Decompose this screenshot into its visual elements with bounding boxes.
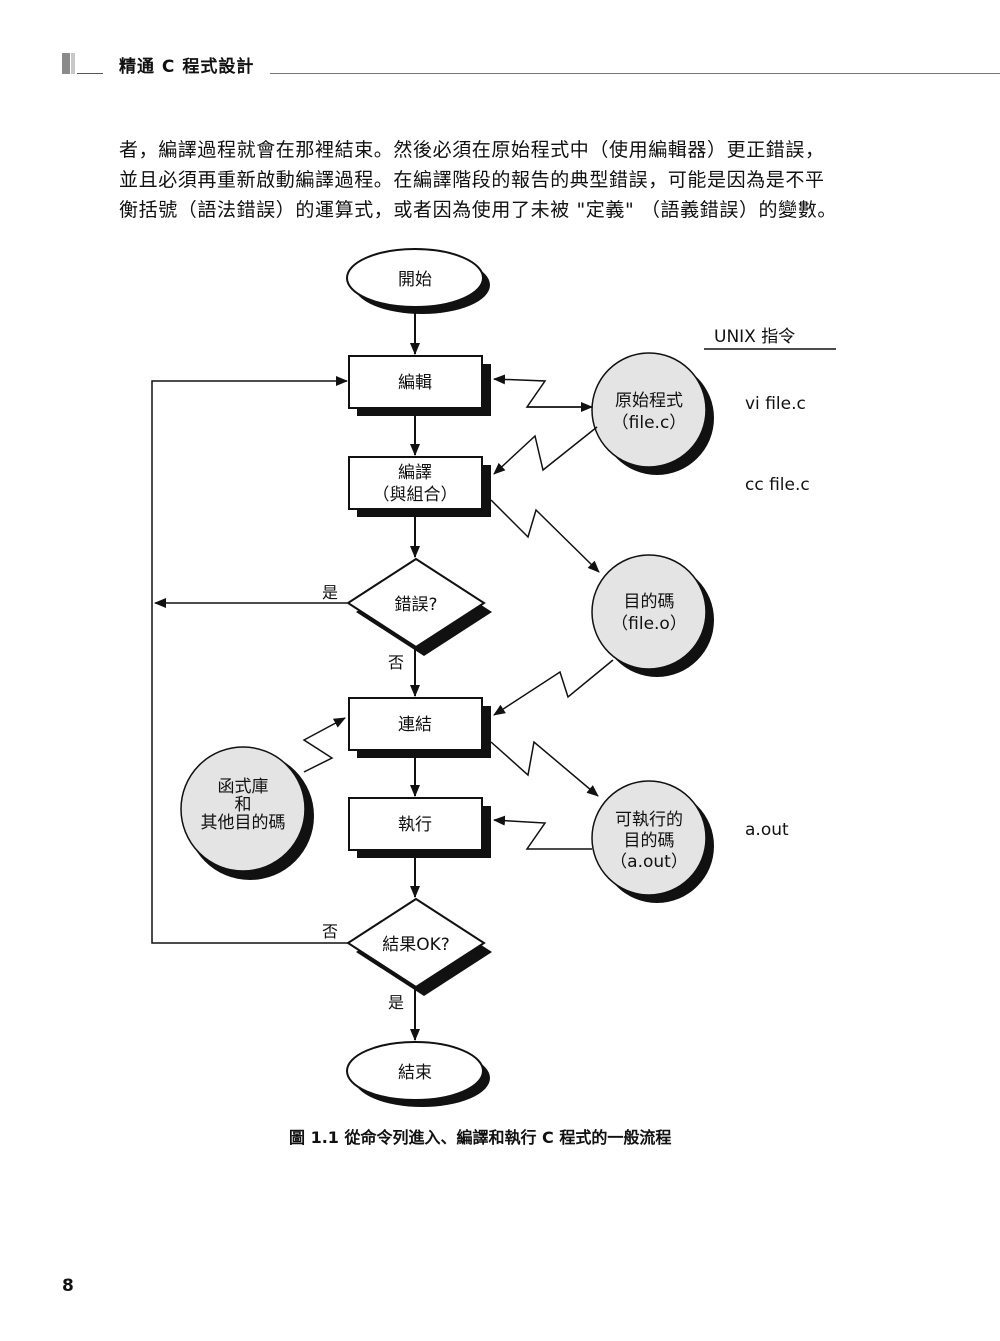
result-decision: 結果OK?: [346, 897, 492, 996]
edit-process: 編輯: [348, 355, 491, 416]
error-yes-label: 是: [322, 583, 338, 602]
page-number: 8: [62, 1276, 74, 1296]
execute-label: 執行: [398, 815, 432, 835]
cmd-edit: vi file.c: [745, 394, 806, 414]
source-label-line2: （file.c）: [612, 413, 687, 433]
unix-commands-header: UNIX 指令: [714, 327, 795, 347]
source-file-node: 原始程式 （file.c）: [591, 352, 714, 475]
executable-label-line2: 目的碼: [624, 831, 675, 851]
running-header-title: 精通 C 程式設計: [119, 57, 255, 77]
header-rule: [270, 73, 1000, 74]
end-terminal: 結束: [346, 1041, 490, 1107]
executable-label-line1: 可執行的: [615, 810, 683, 830]
result-no-label: 否: [322, 922, 338, 941]
result-decision-label: 結果OK?: [382, 935, 450, 955]
start-label: 開始: [398, 270, 432, 290]
loop-back-lines: [151, 376, 348, 944]
execute-process: 執行: [348, 797, 491, 858]
library-label-line1: 函式庫: [218, 777, 269, 797]
object-label-line1: 目的碼: [624, 592, 675, 612]
source-label-line1: 原始程式: [615, 391, 683, 411]
header-bar-underline: [77, 73, 103, 74]
object-label-line2: （file.o）: [611, 614, 687, 634]
zigzag-connectors: [302, 374, 614, 850]
executable-label-line3: （a.out）: [610, 852, 688, 872]
cmd-exec: a.out: [745, 820, 789, 840]
library-label-line3: 其他目的碼: [201, 813, 286, 833]
body-line: 並且必須再重新啟動編譯過程。在編譯階段的報告的典型錯誤，可能是因為是不平: [119, 169, 825, 191]
library-label-line2: 和: [235, 795, 252, 815]
compile-process: 編譯 （與組合）: [348, 456, 491, 517]
error-decision-label: 錯誤?: [394, 595, 437, 615]
library-node: 函式庫 和 其他目的碼: [180, 746, 314, 880]
header-bar-light: [71, 53, 75, 74]
error-no-label: 否: [388, 653, 404, 672]
body-line: 者，編譯過程就會在那裡結束。然後必須在原始程式中（使用編輯器）更正錯誤，: [119, 139, 825, 161]
compile-label-line2: （與組合）: [373, 485, 458, 505]
link-label: 連結: [398, 715, 432, 735]
figure-caption: 圖 1.1 從命令列進入、編譯和執行 C 程式的一般流程: [289, 1128, 672, 1147]
compile-label-line1: 編譯: [398, 463, 432, 483]
result-yes-label: 是: [388, 993, 404, 1012]
body-line: 衡括號（語法錯誤）的運算式，或者因為使用了未被 "定義" （語義錯誤）的變數。: [119, 199, 837, 221]
body-paragraph: 者，編譯過程就會在那裡結束。然後必須在原始程式中（使用編輯器）更正錯誤， 並且必…: [119, 135, 879, 225]
start-terminal: 開始: [346, 248, 490, 314]
object-file-node: 目的碼 （file.o）: [591, 554, 714, 677]
link-process: 連結: [348, 697, 491, 758]
error-decision: 錯誤?: [346, 557, 492, 656]
end-label: 結束: [398, 1063, 432, 1083]
edit-label: 編輯: [398, 373, 432, 393]
header-bar-dark: [62, 53, 70, 74]
executable-node: 可執行的 目的碼 （a.out）: [591, 780, 714, 903]
cmd-compile: cc file.c: [745, 475, 810, 495]
